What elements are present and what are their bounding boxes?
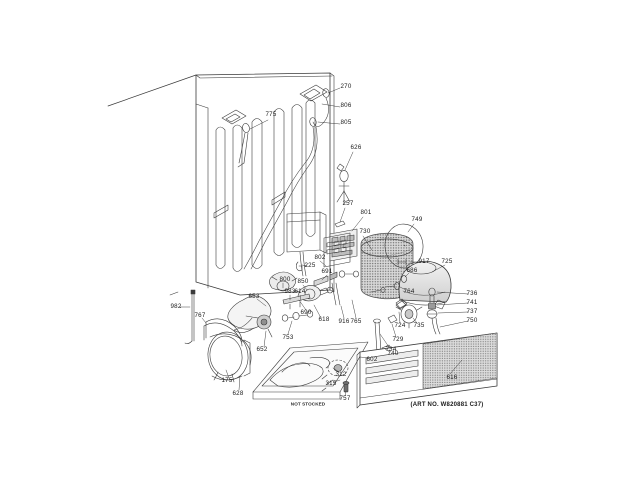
- parts-fan-blade: [227, 295, 273, 338]
- parts-fittings-row: [313, 270, 359, 306]
- callout-602: 602: [366, 355, 378, 363]
- part-616-grille: [356, 332, 498, 409]
- parts-valve-cluster: [373, 300, 423, 353]
- callout-686: 686: [406, 266, 418, 274]
- callout-626: 626: [350, 143, 362, 151]
- parts-motor-cluster: [269, 271, 321, 322]
- part-802-board-cover: [323, 232, 351, 268]
- callout-690: 690: [300, 308, 312, 316]
- callout-850: 850: [297, 277, 309, 285]
- callout-767: 767: [194, 311, 206, 319]
- callout-729: 729: [392, 335, 404, 343]
- callout-983: 983: [284, 287, 296, 295]
- callout-175: 175: [221, 376, 233, 384]
- part-257-clip: [334, 220, 346, 228]
- part-690-stub: [370, 287, 386, 293]
- panel-access-pocket: [286, 211, 327, 254]
- panel-tube-stub: [299, 251, 304, 277]
- callout-800: 800: [279, 275, 291, 283]
- callout-982: 982: [170, 302, 182, 310]
- callout-765: 765: [350, 317, 362, 325]
- callout-749: 749: [411, 215, 423, 223]
- callout-225: 225: [304, 261, 316, 269]
- callout-764: 764: [403, 287, 415, 295]
- callout-614: 614: [294, 287, 306, 295]
- callout-916: 916: [338, 317, 350, 325]
- callout-750: 750: [466, 316, 478, 324]
- part-917-connector: [397, 258, 407, 266]
- part-725-compressor: [395, 260, 452, 310]
- callout-312: 312: [335, 370, 347, 378]
- art-number-note: (ART NO. W820881 C37): [410, 402, 484, 408]
- callout-616: 616: [446, 373, 458, 381]
- part-982-rod: [184, 289, 196, 344]
- callout-257: 257: [342, 199, 354, 207]
- callout-618: 618: [318, 315, 330, 323]
- callout-737: 737: [466, 307, 478, 315]
- callout-801: 801: [360, 208, 372, 216]
- wiring-harness: [169, 97, 329, 296]
- callout-805: 805: [340, 118, 352, 126]
- part-626-probe: [336, 163, 351, 205]
- leader-lines: [179, 87, 469, 397]
- callout-753: 753: [282, 333, 294, 341]
- callout-734: 734: [385, 345, 397, 353]
- callout-691: 691: [321, 267, 333, 275]
- part-225-bracket: [295, 261, 303, 272]
- callout-775: 775: [265, 110, 277, 118]
- part-686-cap: [401, 275, 407, 283]
- base-pan-not-stocked: [252, 341, 369, 400]
- bracket-775: [221, 109, 250, 164]
- callout-730: 730: [359, 227, 371, 235]
- callout-917: 917: [418, 257, 430, 265]
- callout-652: 652: [256, 345, 268, 353]
- callout-315: 315: [325, 379, 337, 387]
- callout-628: 628: [232, 389, 244, 397]
- callout-806: 806: [340, 101, 352, 109]
- callout-740: 740: [387, 349, 399, 357]
- callout-736: 736: [466, 289, 478, 297]
- callout-735: 735: [413, 321, 425, 329]
- parts-small-fasteners: [321, 379, 334, 392]
- part-764-fitting: [384, 282, 400, 290]
- parts-discharge-line: [426, 287, 441, 335]
- parts-fan-shroud: [207, 331, 252, 383]
- callout-724: 724: [394, 321, 406, 329]
- callout-741: 741: [466, 298, 478, 306]
- callout-757: 757: [339, 394, 351, 402]
- panel-tube-channels: [215, 99, 316, 272]
- callout-725: 725: [441, 257, 453, 265]
- callout-653: 653: [248, 292, 260, 300]
- cabinet-back-panel: [107, 72, 335, 296]
- callout-802: 802: [314, 253, 326, 261]
- not-stocked-label: NOT STOCKED: [290, 401, 326, 407]
- part-767-tube: [203, 318, 243, 347]
- callout-270: 270: [340, 82, 352, 90]
